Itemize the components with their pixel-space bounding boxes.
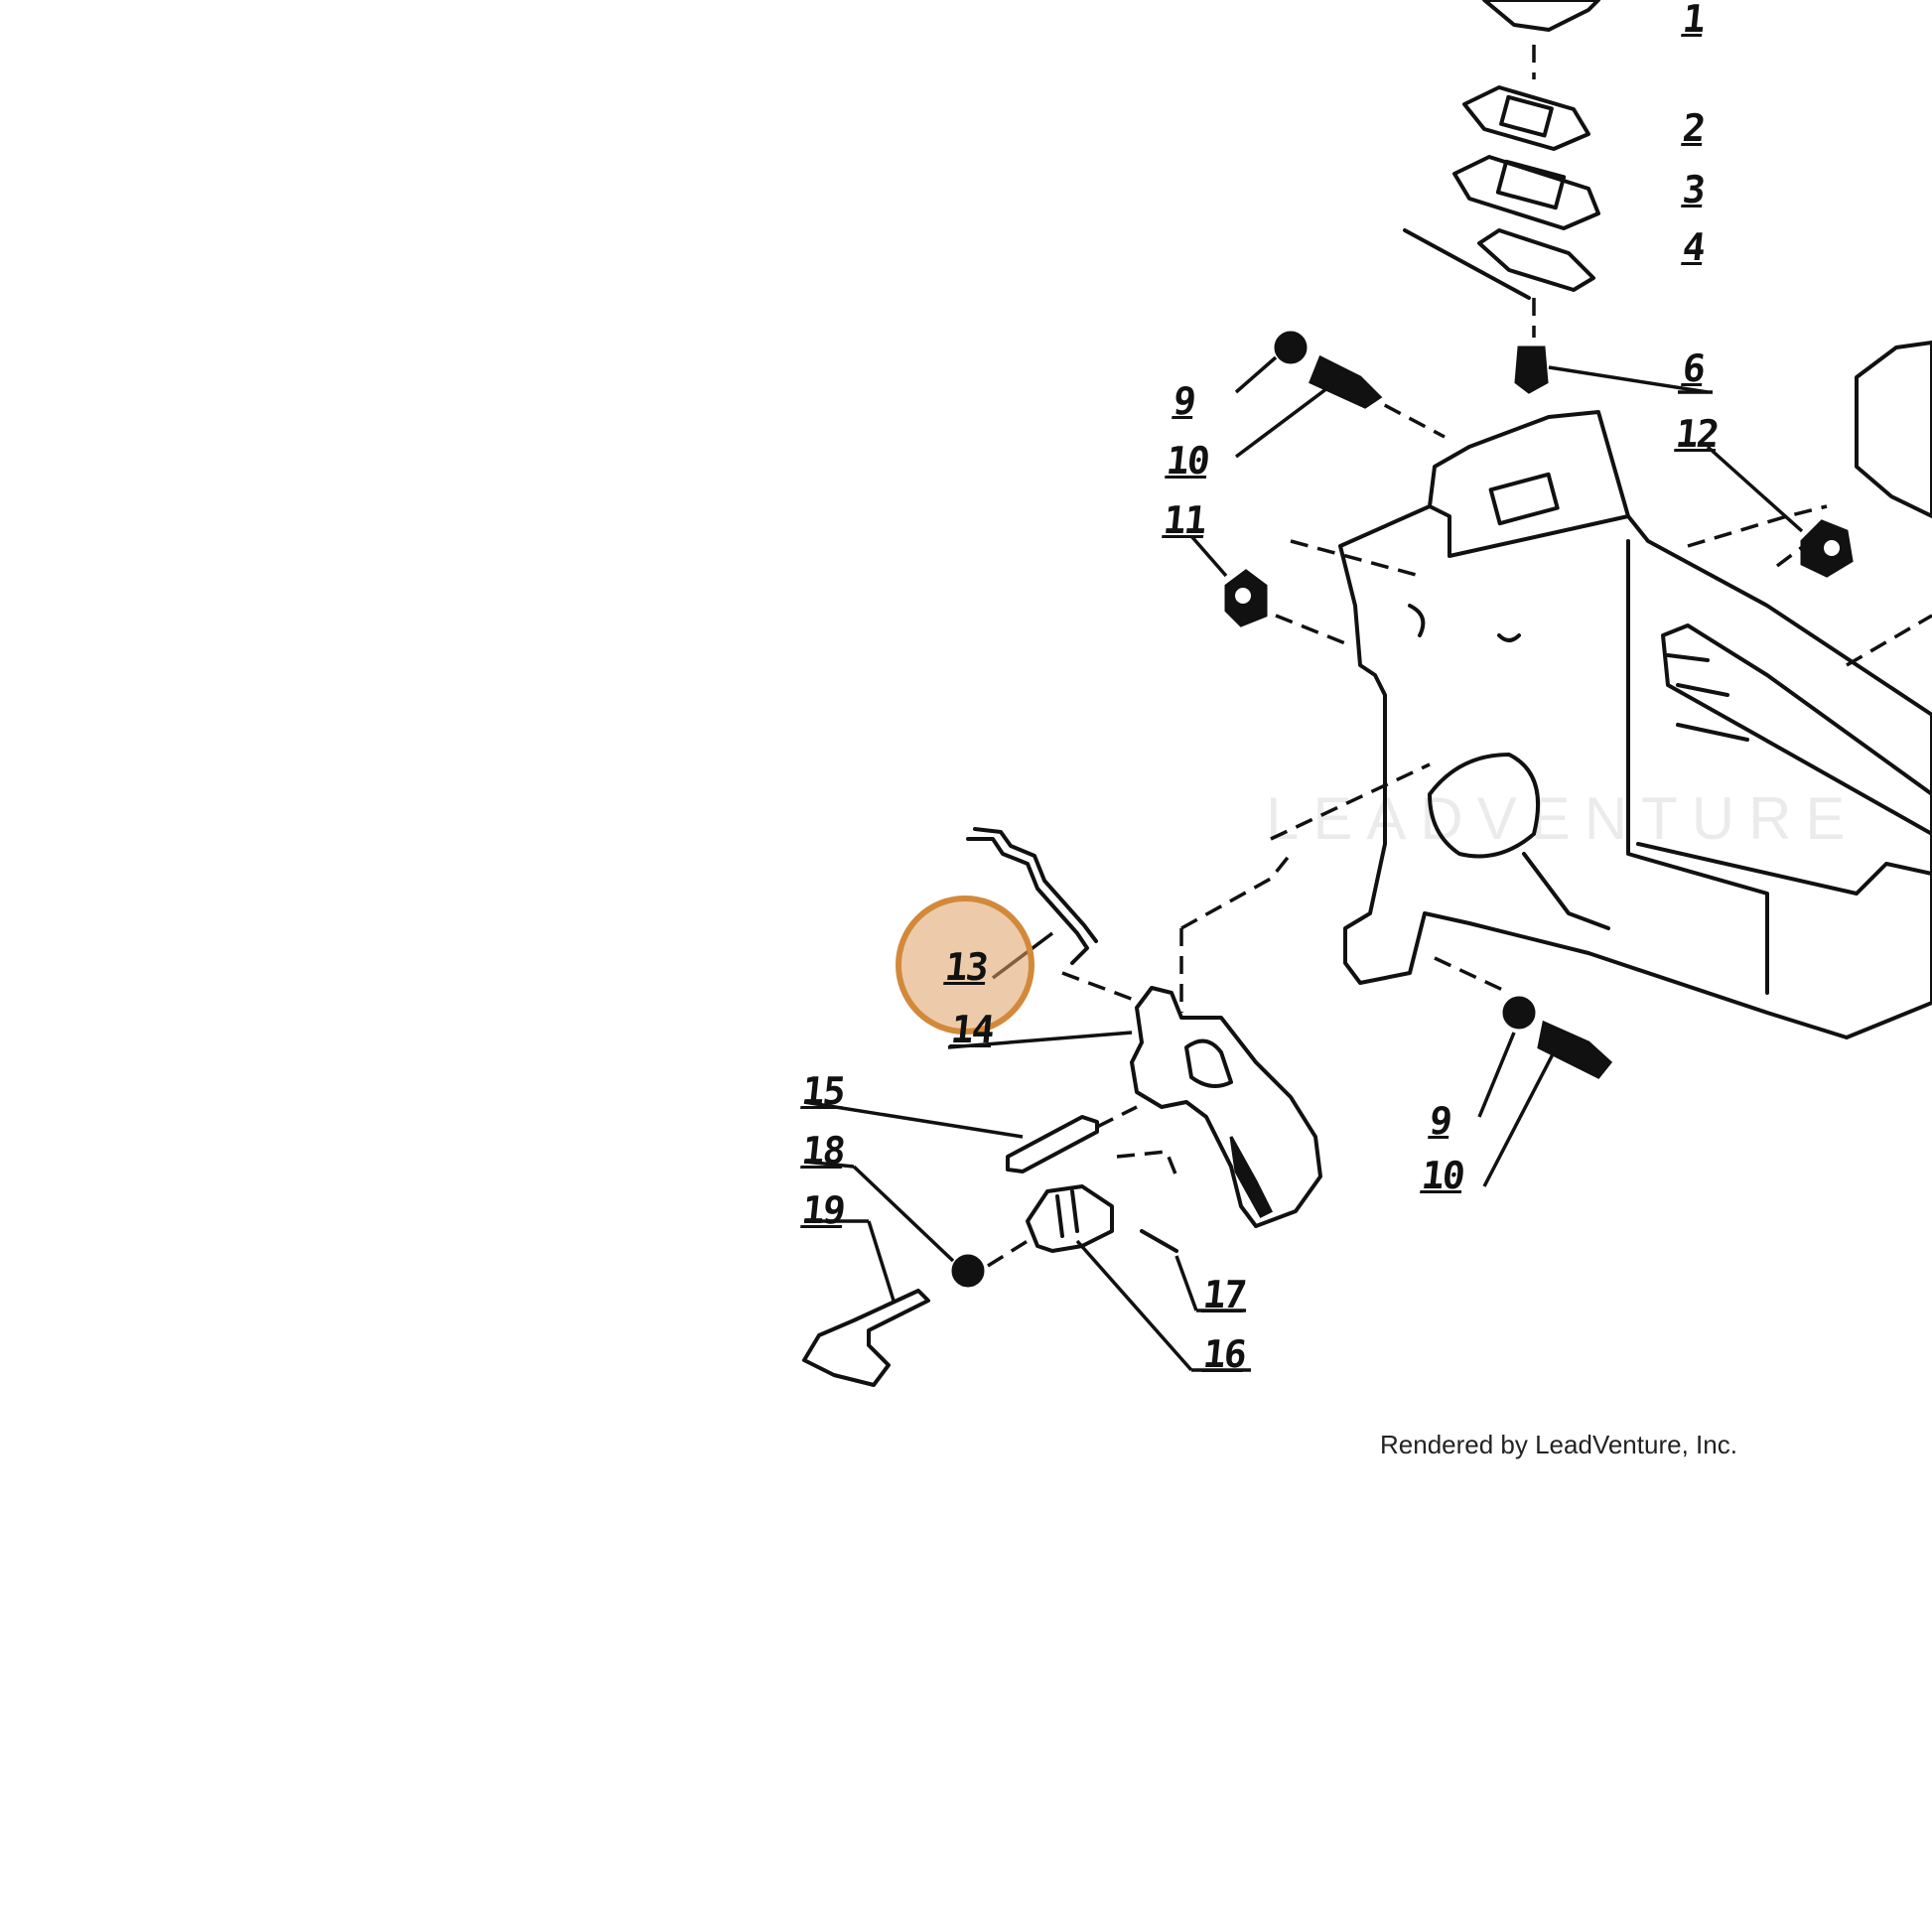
- part-5-rod: [1403, 228, 1531, 300]
- callout-13-hotspot[interactable]: [896, 896, 1035, 1035]
- callout-6[interactable]: 6: [1680, 346, 1707, 390]
- callout-9-lower[interactable]: 9: [1427, 1099, 1453, 1143]
- part-10-screw-lower: [1537, 1020, 1613, 1079]
- callout-12[interactable]: 12: [1673, 412, 1721, 456]
- render-credit: Rendered by LeadVenture, Inc.: [1380, 1430, 1737, 1459]
- callout-11[interactable]: 11: [1161, 498, 1208, 542]
- part-16-lock-block: [1026, 1184, 1114, 1253]
- callout-14[interactable]: 14: [948, 1008, 996, 1051]
- part-4-plate: [1477, 228, 1595, 292]
- part-3-gasket: [1452, 155, 1600, 230]
- callout-16[interactable]: 16: [1200, 1332, 1248, 1376]
- part-13-wire-link: [966, 837, 1089, 965]
- part-14-trigger: [1130, 986, 1322, 1228]
- part-17-spring: [1140, 1229, 1178, 1253]
- callout-15[interactable]: 15: [799, 1069, 847, 1113]
- callout-10-upper[interactable]: 10: [1164, 439, 1211, 483]
- callout-10-lower[interactable]: 10: [1419, 1154, 1466, 1197]
- callout-4[interactable]: 4: [1680, 225, 1707, 269]
- part-10-screw-upper: [1309, 354, 1383, 409]
- part-19-safety-button: [802, 1289, 930, 1387]
- callout-9-upper[interactable]: 9: [1171, 379, 1197, 423]
- part-18-spring: [951, 1254, 985, 1288]
- callout-17[interactable]: 17: [1200, 1273, 1248, 1316]
- callout-3[interactable]: 3: [1680, 168, 1707, 211]
- part-6-screw: [1514, 345, 1549, 394]
- part-1-cover: [1482, 0, 1600, 32]
- housing: [1338, 410, 1932, 1039]
- watermark: LEADVENTURE: [1266, 785, 1860, 852]
- part-2-plate: [1462, 85, 1590, 151]
- callout-2[interactable]: 2: [1680, 106, 1707, 150]
- callout-13[interactable]: 13: [942, 945, 990, 989]
- callout-1[interactable]: 1: [1680, 0, 1707, 41]
- part-9-washer-upper: [1274, 331, 1308, 364]
- callout-18[interactable]: 18: [799, 1129, 847, 1173]
- part-9-washer-lower: [1502, 996, 1536, 1030]
- callout-19[interactable]: 19: [799, 1188, 847, 1232]
- part-15-pin: [1006, 1115, 1099, 1173]
